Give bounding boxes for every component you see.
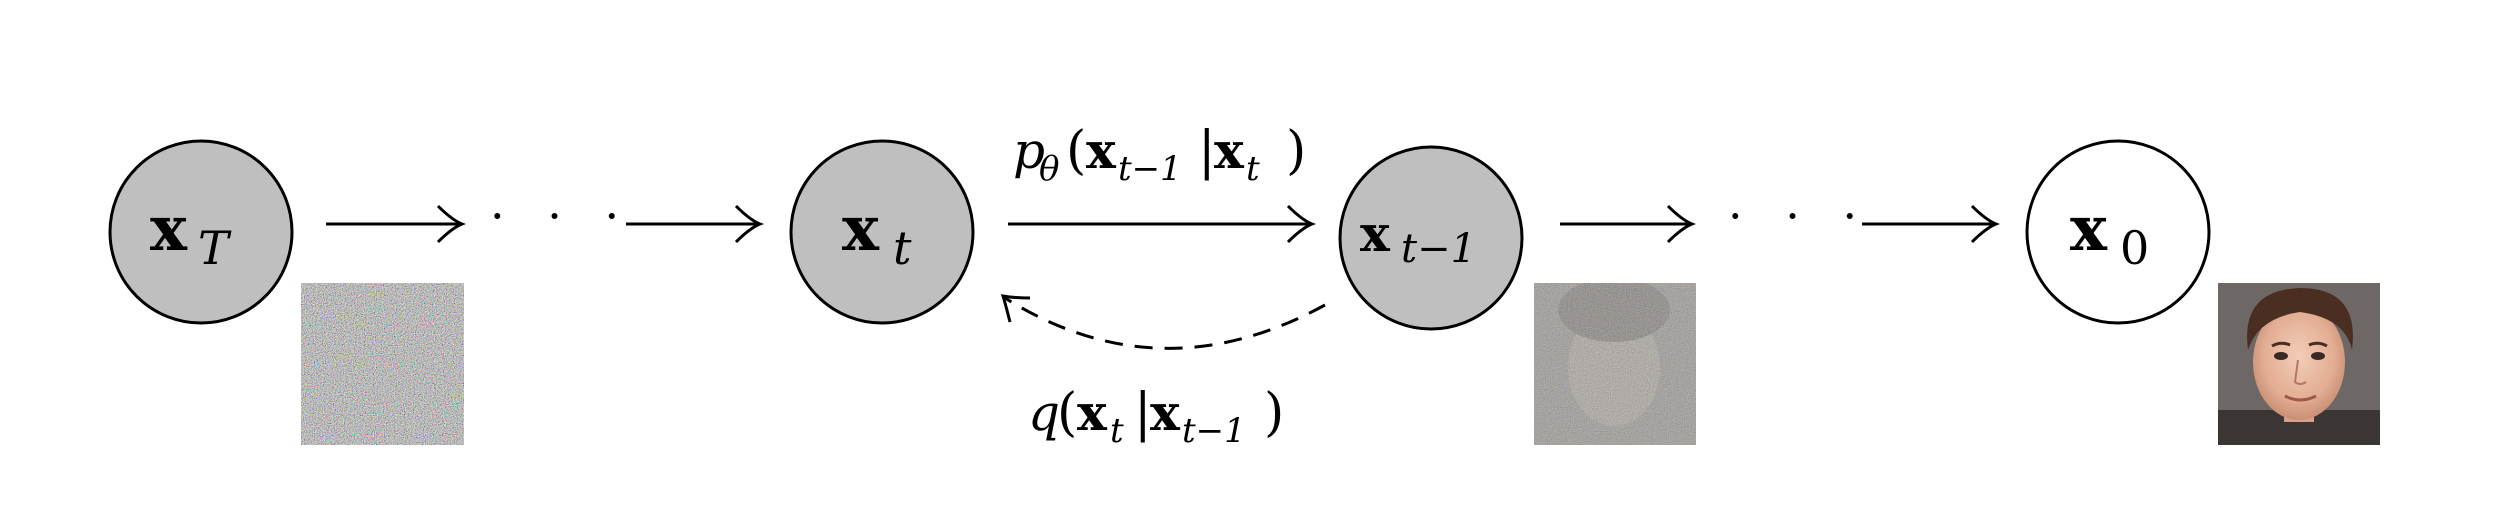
- reverse-label-close: ): [1286, 121, 1306, 181]
- ellipsis-right: · · ·: [1728, 189, 1871, 243]
- node-xt1-sub: t−1: [1401, 226, 1476, 272]
- node-xT-circle: [108, 139, 294, 325]
- reverse-label-arg1-sub: t−1: [1118, 149, 1182, 189]
- forward-label-open: (: [1057, 383, 1077, 443]
- arrow-xt1-to-dots: [1560, 204, 1697, 244]
- node-xt1-base: x: [1360, 204, 1391, 263]
- face-image: [2218, 283, 2380, 445]
- node-xt: x t: [789, 139, 975, 325]
- node-x0-base: x: [2070, 192, 2108, 265]
- reverse-label-arg2-base: x: [1214, 121, 1245, 180]
- forward-label-arg1-base: x: [1077, 383, 1108, 442]
- svg-text:p: p: [1013, 122, 1045, 180]
- forward-label-arg2-base: x: [1150, 383, 1181, 442]
- node-xT-sub: T: [198, 221, 232, 275]
- forward-label: q ( x t | x t−1 ): [1028, 383, 1284, 451]
- forward-label-arg2-sub: t−1: [1182, 411, 1246, 451]
- node-xT: x T: [108, 139, 294, 325]
- reverse-label-bar: |: [1198, 121, 1216, 181]
- reverse-label-param: θ: [1039, 149, 1059, 189]
- node-xt1-circle: [1338, 145, 1524, 331]
- noisy-face-image: [1534, 283, 1696, 445]
- arrow-dots-to-xt: [626, 204, 765, 244]
- reverse-label: p θ ( x t−1 | x t ): [1013, 121, 1306, 189]
- reverse-label-open: (: [1066, 121, 1086, 181]
- forward-label-arg1-sub: t: [1110, 411, 1124, 451]
- node-xt-base: x: [842, 192, 880, 265]
- node-xt-circle: [789, 139, 975, 325]
- node-x0: x 0: [2025, 139, 2211, 325]
- node-x0-sub: 0: [2120, 221, 2149, 275]
- node-xt1: x t−1: [1338, 145, 1524, 331]
- node-x0-circle: [2025, 139, 2211, 325]
- forward-label-close: ): [1264, 383, 1284, 443]
- arrow-dots-to-x0: [1862, 204, 2001, 244]
- forward-label-func: q: [1028, 384, 1060, 442]
- ellipsis-left: · · ·: [490, 189, 633, 243]
- node-xT-base: x: [150, 192, 188, 265]
- arrow-forward-q: [1000, 294, 1326, 350]
- noise-image: [301, 283, 464, 445]
- reverse-label-arg1-base: x: [1086, 121, 1117, 180]
- arrow-xT-to-dots: [326, 204, 467, 244]
- forward-label-bar: |: [1134, 383, 1152, 443]
- reverse-label-arg2-sub: t: [1246, 149, 1260, 189]
- reverse-label-func: p: [1013, 122, 1045, 180]
- node-xt-sub: t: [893, 221, 912, 275]
- arrow-reverse-p-theta: [1008, 204, 1317, 244]
